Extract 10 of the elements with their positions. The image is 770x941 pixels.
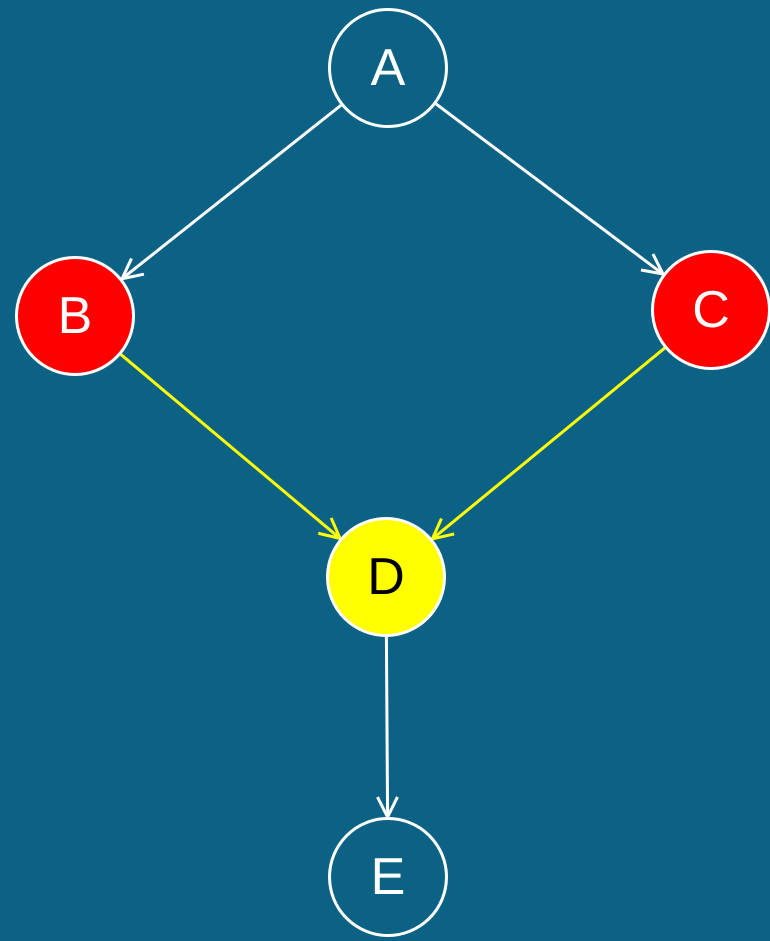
- arrow: [430, 346, 666, 540]
- arrow: [376, 636, 399, 818]
- node-label: C: [692, 284, 730, 336]
- node-label: B: [58, 290, 92, 342]
- arrow: [120, 353, 342, 540]
- node-label: A: [370, 42, 406, 94]
- arrow: [120, 104, 342, 280]
- node-label: D: [367, 551, 405, 603]
- arrow: [435, 102, 664, 276]
- node-label: E: [370, 851, 406, 903]
